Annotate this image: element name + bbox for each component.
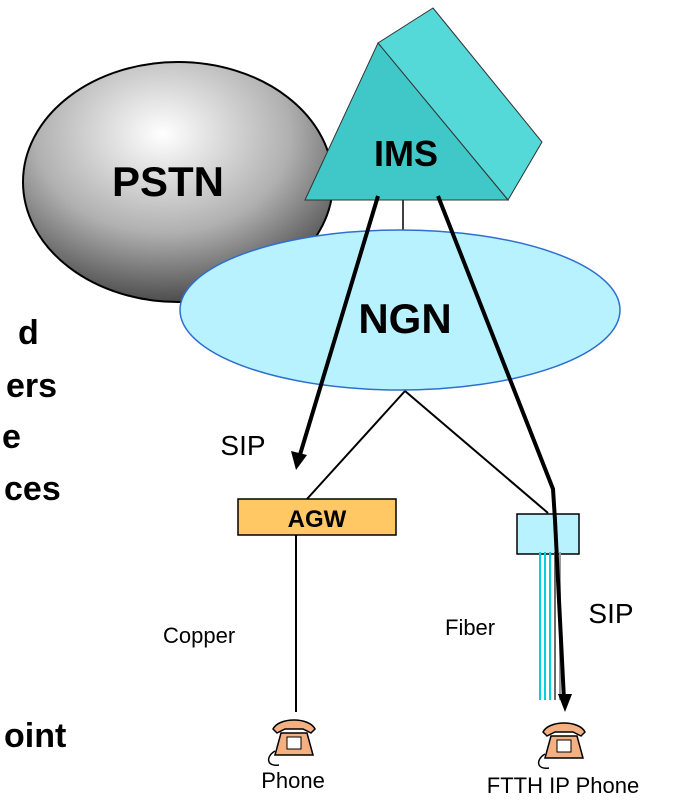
agw-label: AGW	[288, 506, 347, 533]
sip-arrow-right-head	[558, 694, 572, 712]
left-text-fragment: d	[18, 314, 39, 352]
ngn-agw-link	[306, 390, 406, 500]
ont-box	[516, 513, 580, 555]
fiber-label: Fiber	[445, 615, 495, 640]
sip-right-label: SIP	[588, 598, 633, 629]
sip-left-label: SIP	[220, 430, 265, 461]
left-text-fragment: e	[2, 418, 21, 456]
fiber-strands	[539, 552, 561, 700]
sip-arrow-left	[297, 195, 380, 459]
ngn-label: NGN	[358, 295, 451, 342]
left-text-fragment: oint	[4, 717, 66, 755]
left-text-fragment: ers	[6, 367, 57, 405]
sip-arrow-left-head	[291, 451, 307, 470]
copper-label: Copper	[163, 623, 235, 648]
ims-label: IMS	[374, 133, 438, 174]
ftth-phone-label: FTTH IP Phone	[487, 773, 639, 798]
pstn-label: PSTN	[112, 158, 224, 205]
telephone-icon	[267, 719, 316, 766]
ngn-ont-link	[404, 390, 549, 514]
phone-label: Phone	[261, 768, 325, 793]
ngn-cloud	[179, 229, 621, 391]
ims-pyramid-front-face	[304, 42, 510, 201]
left-text-fragment: ces	[4, 470, 61, 508]
telephone-icon	[537, 722, 586, 769]
agw-box	[237, 498, 397, 536]
sip-arrow-right	[436, 195, 566, 701]
